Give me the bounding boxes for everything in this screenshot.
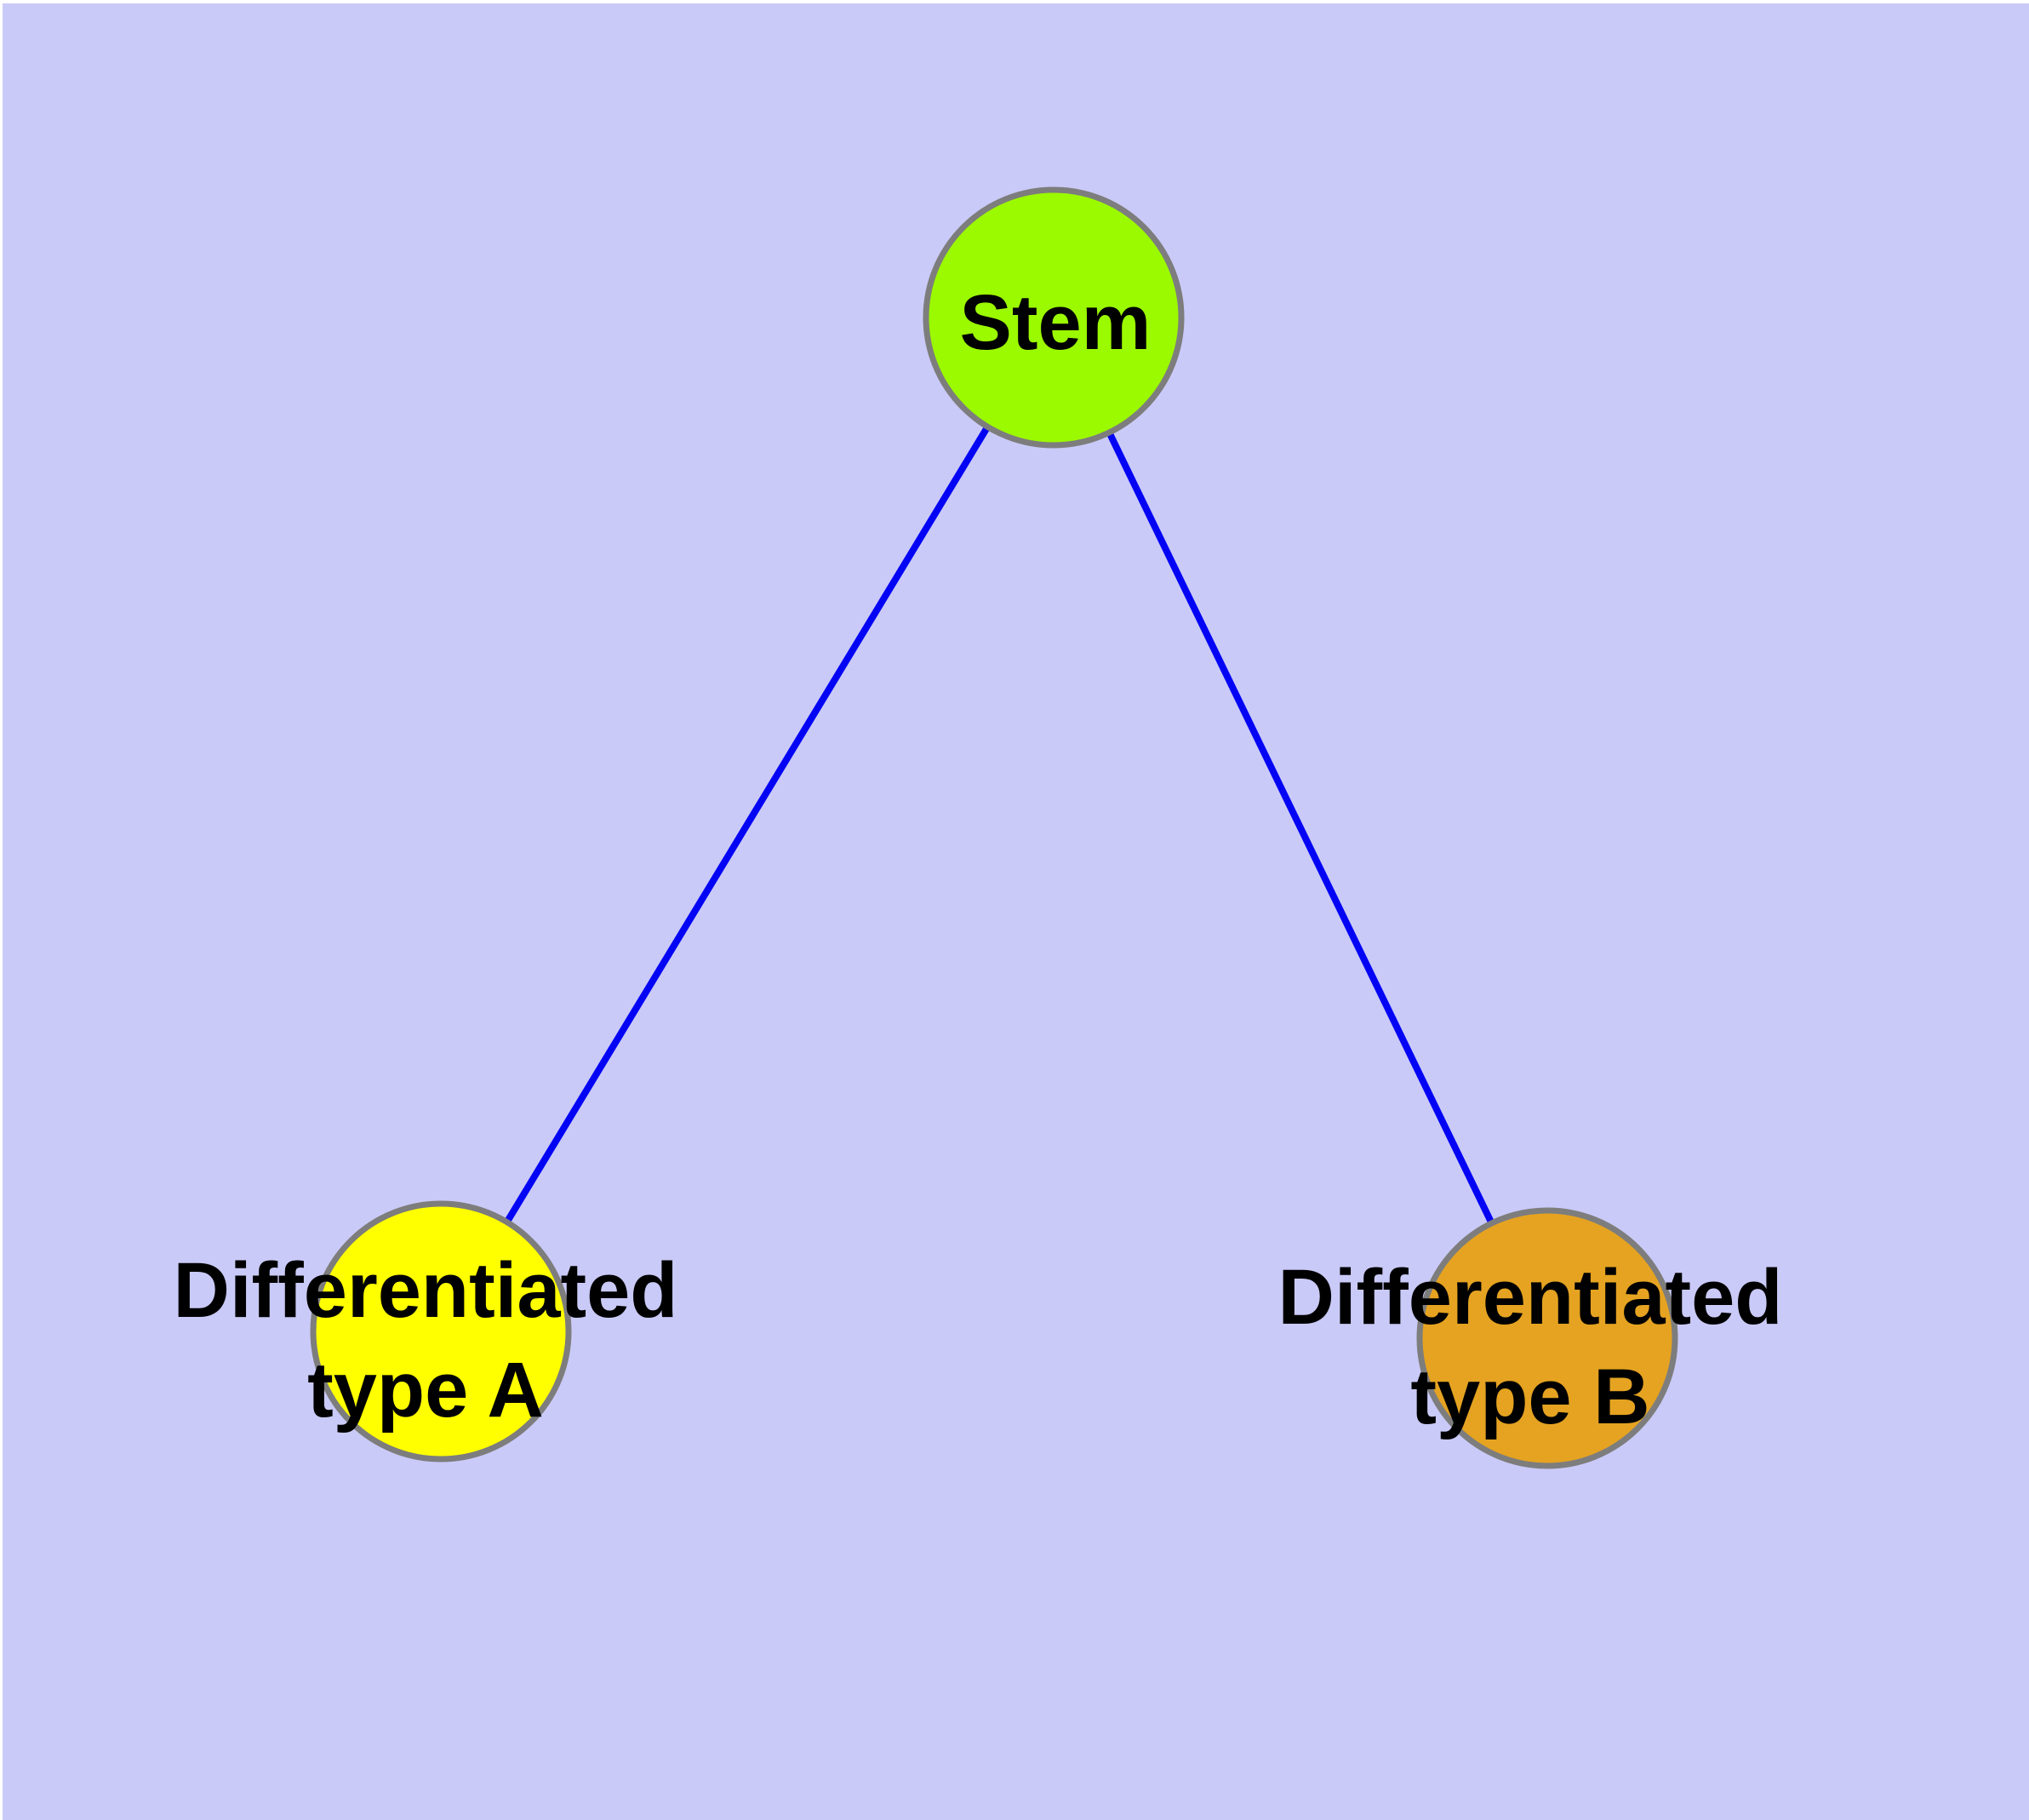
node-stem-circle (923, 186, 1185, 449)
node-differentiated-a-label-line-2: type A (307, 1347, 544, 1434)
node-differentiated-b-label-line-2: type B (1410, 1354, 1649, 1440)
node-differentiated-a-label-line-1: Differentiated (174, 1247, 678, 1334)
edges (437, 315, 1551, 1340)
node-differentiated-b-circle (1416, 1207, 1678, 1469)
node-labels: Stem Differentiated type A Differentiate… (174, 279, 1783, 1440)
edge-stem-to-type-a (437, 315, 1057, 1334)
node-differentiated-a-circle (310, 1200, 572, 1462)
nodes (310, 186, 1678, 1469)
edge-stem-to-type-b (1050, 316, 1551, 1340)
node-differentiated-b-label-line-1: Differentiated (1278, 1254, 1783, 1341)
node-stem-label: Stem (960, 279, 1152, 366)
